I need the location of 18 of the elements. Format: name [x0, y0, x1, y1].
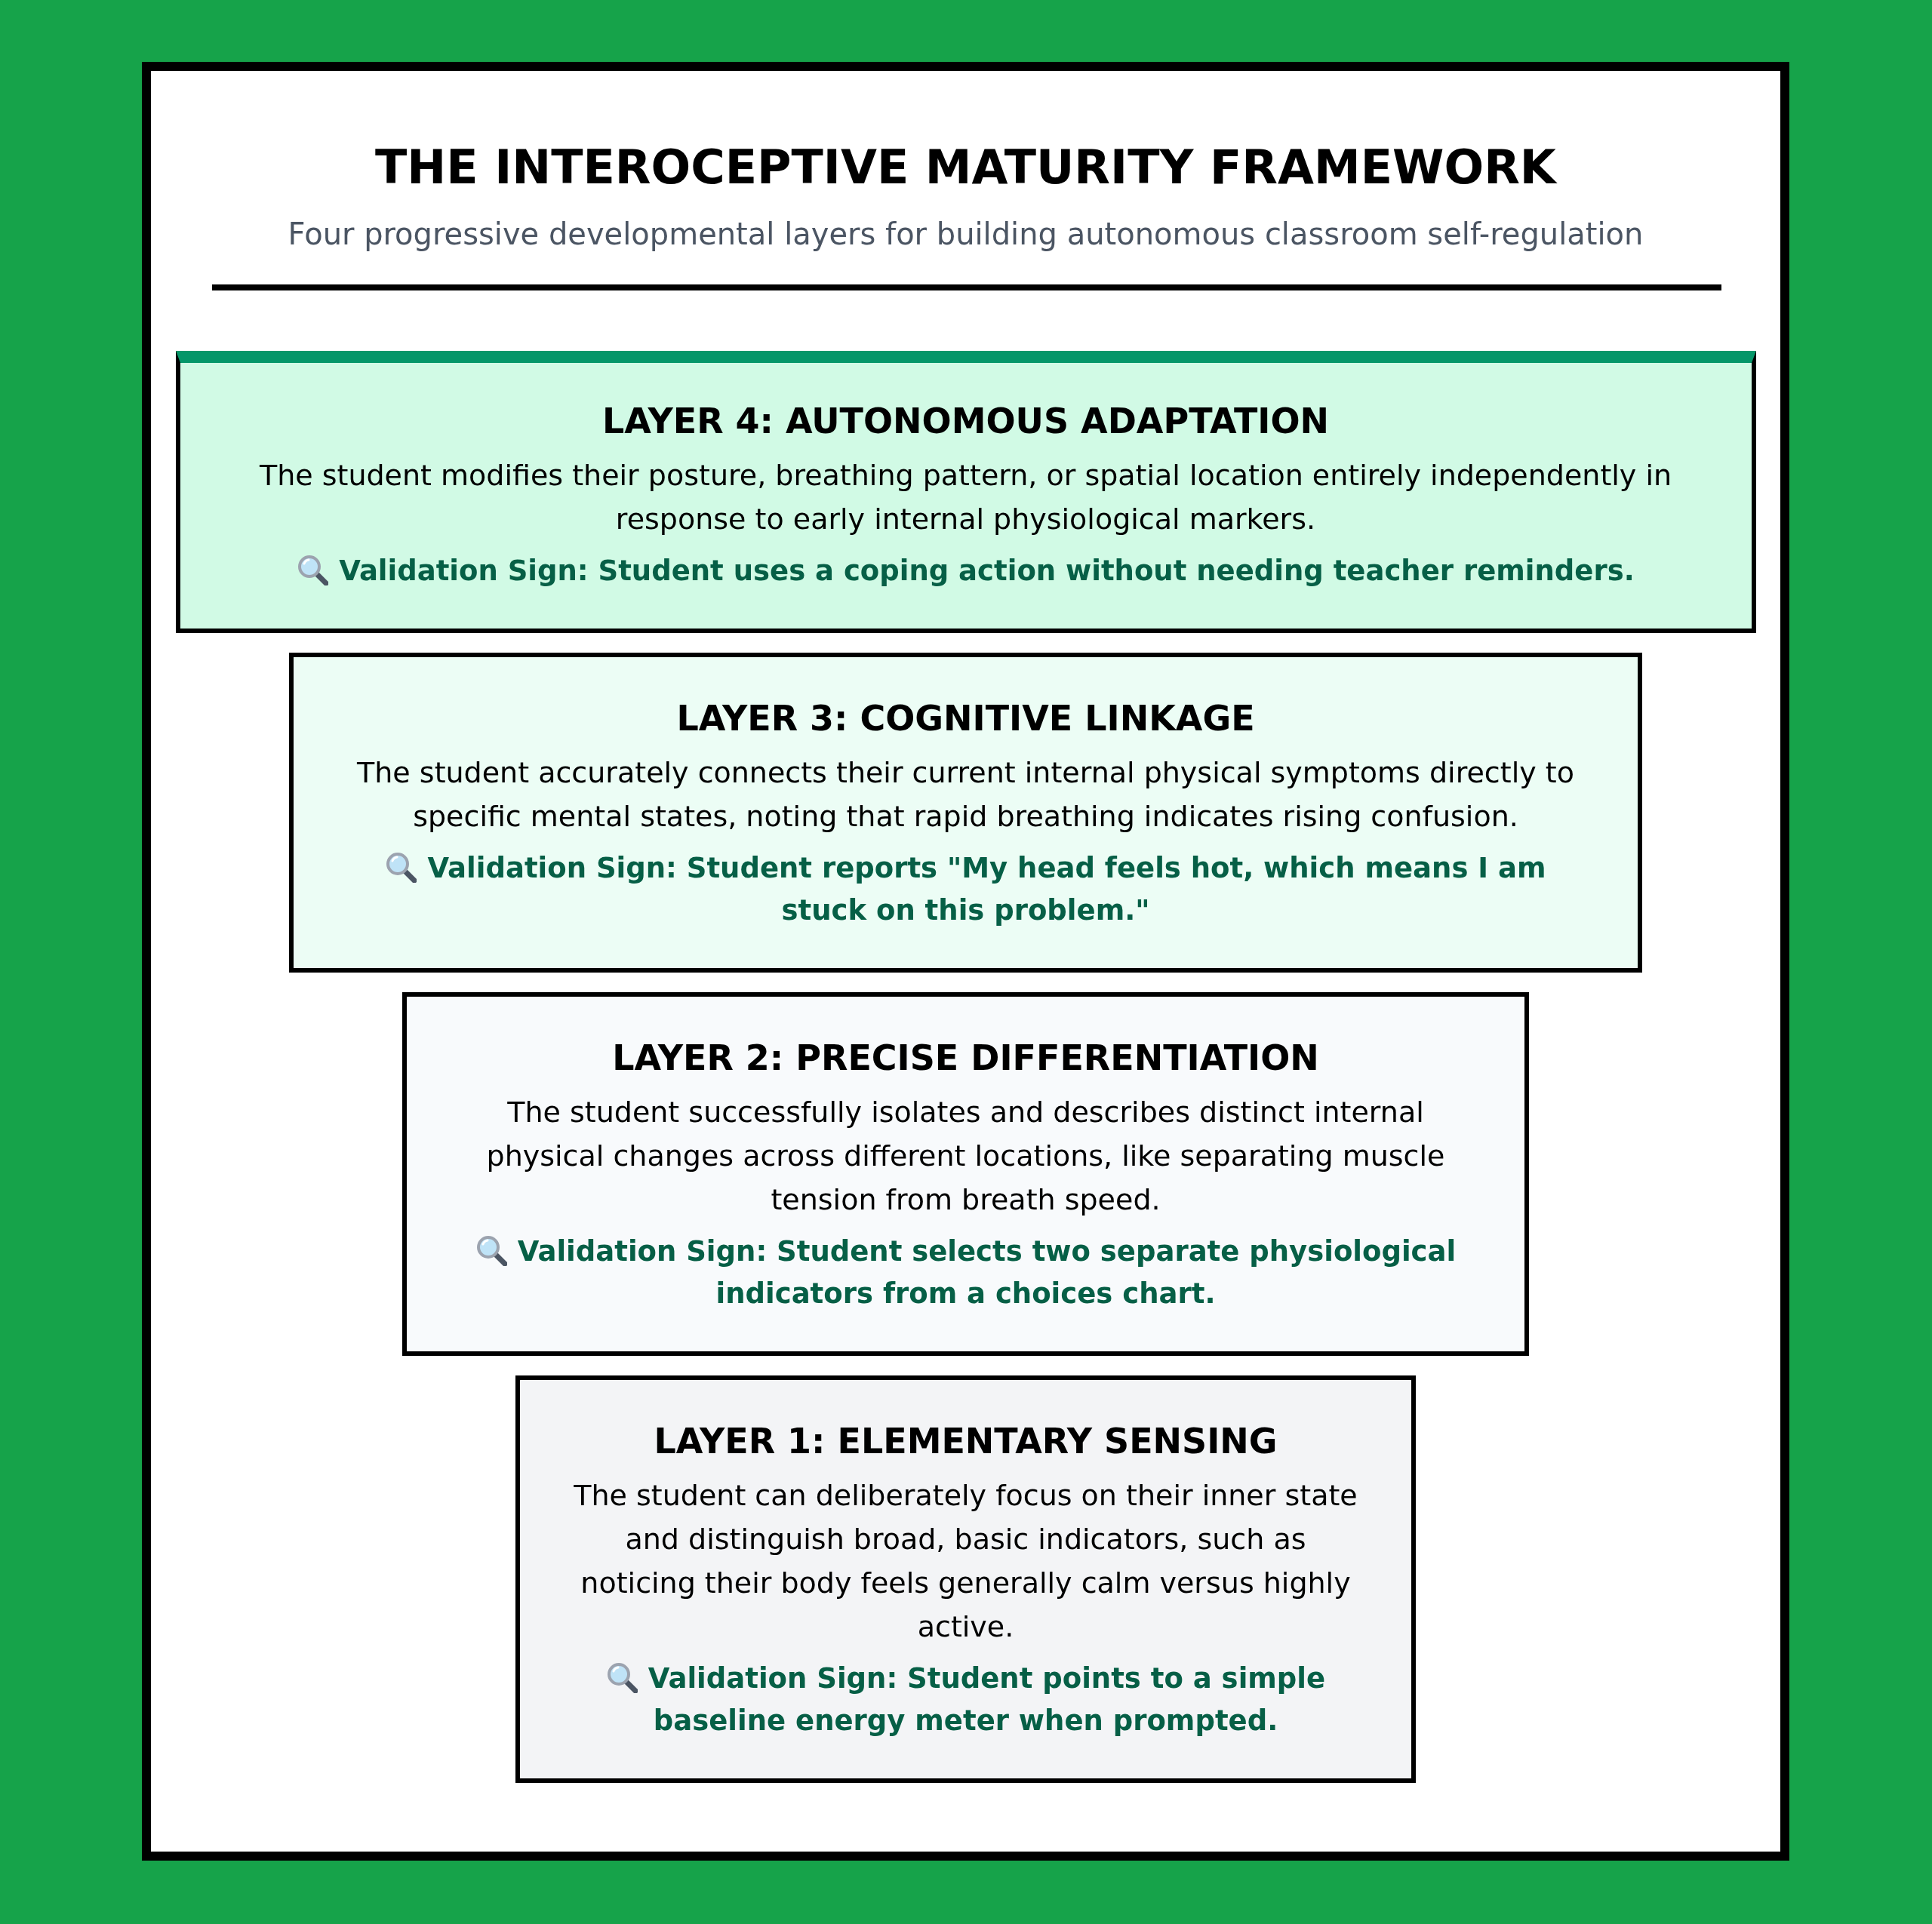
layer-description: The student modifies their posture, breathing pattern, or spatial location entirely independently in response to early internal physiological markers.	[258, 458, 1673, 537]
title: THE INTEROCEPTIVE MATURITY FRAMEWORK	[375, 139, 1556, 196]
validation-sign: Validation Sign: Student reports "My head feels hot, which means I am stuck on this problem."	[427, 852, 1546, 927]
validation-sign: Validation Sign: Student selects two separate physiological indicators from a choices chart.	[517, 1235, 1457, 1310]
layer-description: The student can deliberately focus on their inner state and distinguish broad, basic indicators, such as noticing their body feels generally calm versus highly active.	[573, 1478, 1358, 1645]
layer-box	[402, 992, 1529, 1356]
validation-sign: Validation Sign: Student uses a coping action without needing teacher reminders.	[339, 555, 1635, 587]
layer-box	[289, 653, 1642, 973]
layer-heading: LAYER 2: PRECISE DIFFERENTIATION	[612, 1037, 1319, 1080]
layer-heading: LAYER 3: COGNITIVE LINKAGE	[676, 697, 1255, 740]
subtitle: Four progressive developmental layers for building autonomous classroom self-regulation	[288, 216, 1644, 253]
layer-description: The student successfully isolates and describes distinct internal physical changes across different locations, like separating muscle tension from breath speed.	[485, 1095, 1446, 1218]
layer-description: The student accurately connects their current internal physical symptoms directly to specific mental states, noting that rapid breathing indicates rising confusion.	[356, 755, 1575, 834]
layer-heading: LAYER 4: AUTONOMOUS ADAPTATION	[601, 400, 1330, 443]
validation-sign: Validation Sign: Student points to a simple baseline energy meter when prompted.	[648, 1662, 1326, 1737]
layer-box	[175, 351, 1756, 633]
layer-heading: LAYER 1: ELEMENTARY SENSING	[654, 1420, 1278, 1463]
layer-box	[515, 1375, 1416, 1783]
